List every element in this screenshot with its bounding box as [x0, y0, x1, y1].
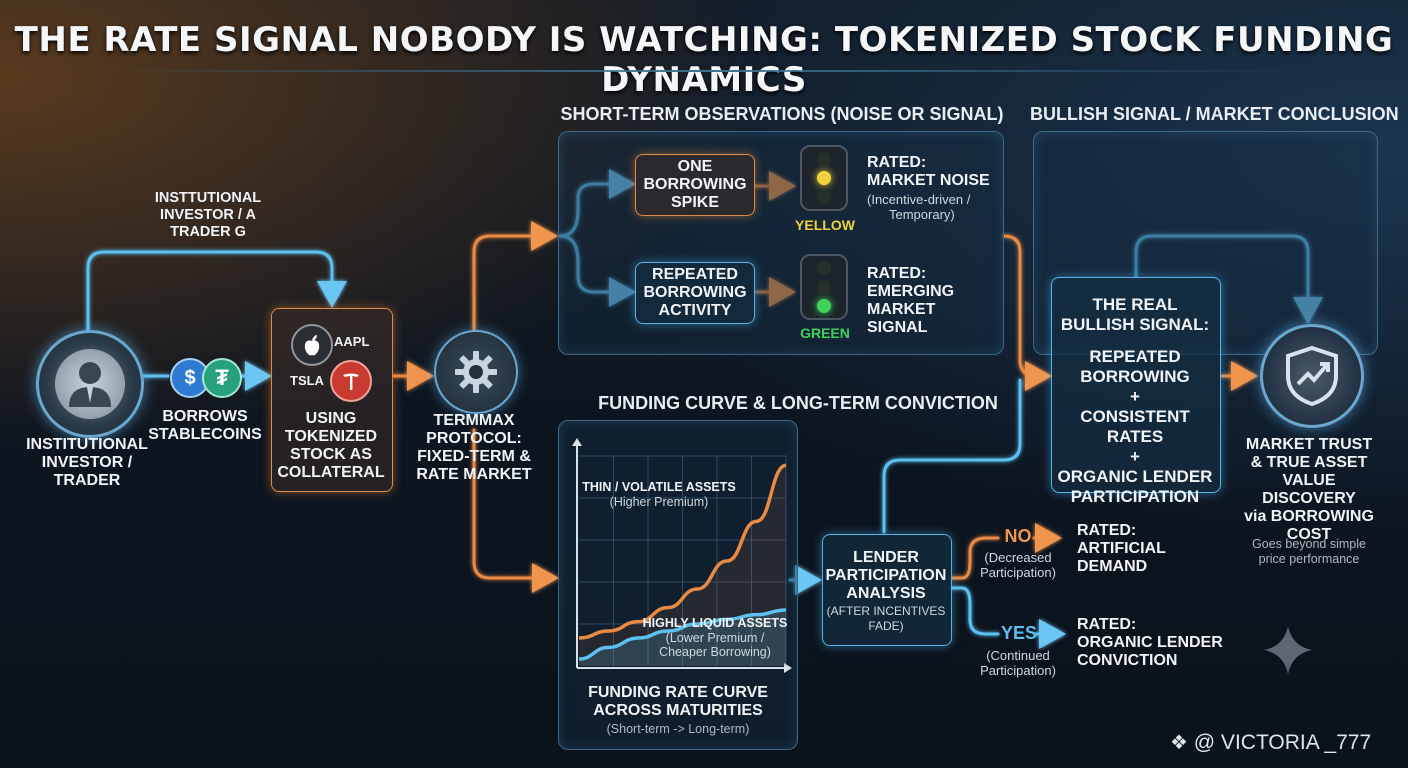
tsla-ticker: TSLA — [290, 373, 324, 388]
apple-logo-icon — [291, 324, 333, 366]
investor-avatar — [36, 330, 144, 438]
spike-note: (Incentive-driven /Temporary) — [867, 192, 971, 222]
section-funding-heading: FUNDING CURVE & LONG-TERM CONVICTION — [598, 393, 998, 413]
arrow-lender-to-no — [950, 536, 1000, 580]
section-short-term-heading: SHORT-TERM OBSERVATIONS (NOISE OR SIGNAL… — [560, 104, 1004, 124]
yes-label: YES — [1000, 623, 1038, 643]
person-icon — [55, 349, 125, 419]
chart-series-line-thin — [578, 463, 787, 640]
section-bullish-heading: BULLISH SIGNAL / MARKET CONCLUSION — [1030, 104, 1399, 124]
diamond-logo-icon: ❖ — [1170, 732, 1188, 754]
chart-series-line-liquid — [578, 608, 787, 661]
arrow-protocol-to-funding — [472, 428, 559, 593]
arrow-lender-to-bullish — [882, 378, 1022, 534]
watermark: ❖ @ VICTORIA _777 — [1170, 731, 1372, 754]
chart-area-thin — [579, 465, 786, 666]
series-thin-label: THIN / VOLATILE ASSETS (Higher Premium) — [582, 480, 736, 509]
lender-analysis-box — [822, 534, 952, 646]
chart-caption-note: (Short-term -> Long-term) — [606, 722, 750, 736]
tesla-logo-icon — [330, 360, 372, 402]
arrow-to-repeat — [558, 234, 636, 307]
aapl-ticker: AAPL — [334, 334, 370, 349]
series-liquid-label: HIGHLY LIQUID ASSETS (Lower Premium / — [642, 616, 788, 645]
title-divider — [100, 70, 1308, 72]
green-label: GREEN — [800, 325, 850, 341]
arrow-protocol-to-shortterm — [472, 221, 558, 332]
arrow-investor-loop — [86, 250, 347, 340]
funding-chart-panel — [558, 420, 798, 750]
traffic-light-green-icon — [800, 254, 848, 320]
usdt-coin-icon: ₮ — [202, 358, 242, 398]
no-label: NO — [1004, 526, 1032, 546]
series-liquid-note-2: Cheaper Borrowing) — [659, 645, 771, 659]
usdc-coin-icon: $ — [170, 358, 210, 398]
shield-growth-icon — [1260, 324, 1364, 428]
arrow-bullish-loop — [1134, 234, 1323, 324]
short-term-panel — [558, 131, 1004, 355]
traffic-light-yellow-icon — [800, 145, 848, 211]
page-title: THE RATE SIGNAL NOBODY IS WATCHING: TOKE… — [14, 20, 1394, 100]
gear-icon — [434, 330, 518, 414]
yellow-label: YELLOW — [795, 217, 855, 233]
spike-rated-label: RATED:MARKET NOISE — [867, 154, 990, 189]
arrow-lender-to-yes — [950, 586, 1000, 636]
arrow-shortterm-to-bullish — [1002, 234, 1052, 391]
chart-area-liquid — [579, 610, 786, 666]
arrow-to-spike — [558, 169, 636, 238]
bullish-signal-box — [1051, 277, 1221, 493]
